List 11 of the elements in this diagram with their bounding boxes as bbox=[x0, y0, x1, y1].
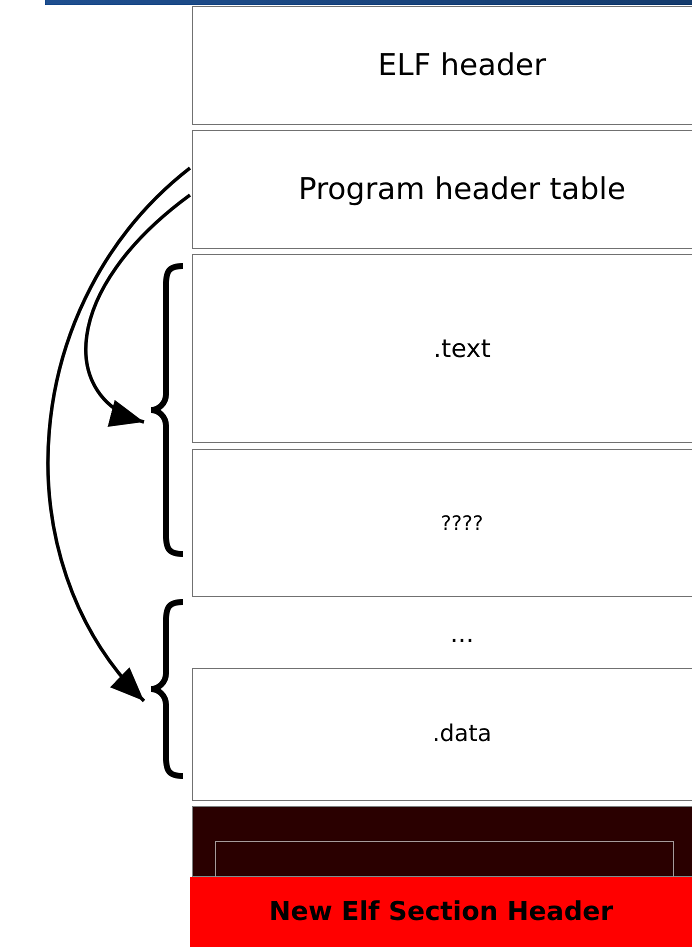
section-box: ???? bbox=[192, 449, 692, 597]
curly-brace bbox=[148, 599, 185, 779]
section-box: ELF header bbox=[192, 6, 692, 125]
curly-brace bbox=[148, 263, 185, 557]
section-box: .data bbox=[192, 668, 692, 801]
section-header-banner: New Elf Section Header bbox=[190, 877, 692, 947]
section-box: .text bbox=[192, 254, 692, 443]
arrow bbox=[84, 194, 192, 424]
section-box: Program header table bbox=[192, 130, 692, 249]
arrow bbox=[46, 166, 192, 702]
dark-panel bbox=[192, 806, 692, 877]
